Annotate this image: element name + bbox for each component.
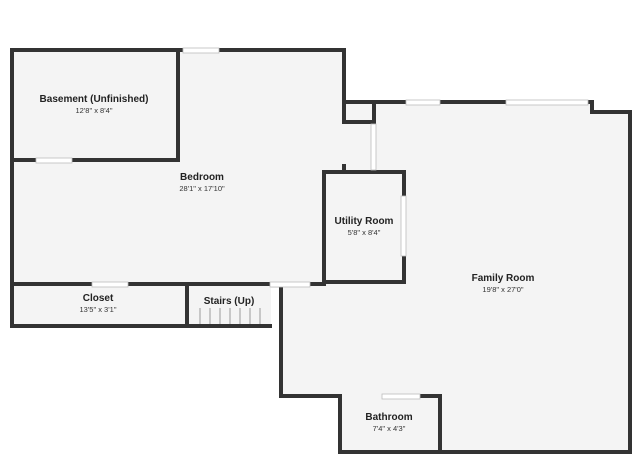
opening-stairs (269, 281, 311, 288)
room-label-basement: Basement (Unfinished) 12'8" x 8'4" (40, 94, 149, 116)
window-bedroom-top (182, 47, 220, 54)
room-label-utility: Utility Room 5'8" x 8'4" (335, 216, 394, 238)
room-name: Bedroom (180, 172, 224, 183)
door-bathroom (381, 393, 421, 400)
room-label-family: Family Room 19'8" x 27'0" (472, 273, 535, 295)
wall-exterior-left (10, 48, 272, 328)
opening-hall (370, 123, 377, 171)
stairs-treads (199, 308, 261, 324)
room-name: Basement (Unfinished) (39, 94, 149, 105)
room-name: Bathroom (365, 412, 413, 423)
room-dimensions: 28'1" x 17'10" (179, 184, 225, 193)
room-name: Utility Room (334, 216, 394, 227)
room-dimensions: 12'8" x 8'4" (75, 106, 113, 115)
floor-areas (12, 52, 630, 452)
door-utility (400, 195, 407, 257)
window-family-top-a (405, 99, 441, 106)
room-name: Stairs (Up) (203, 296, 255, 307)
floor-main (12, 52, 630, 452)
room-name: Family Room (471, 273, 535, 284)
room-dimensions: 7'4" x 4'3" (372, 424, 406, 433)
openings (35, 47, 589, 400)
room-dimensions: 5'8" x 8'4" (347, 228, 381, 237)
wall-stairs-right (279, 286, 342, 398)
door-closet (91, 281, 129, 288)
floor-closet (12, 288, 187, 326)
room-dimensions: 13'5" x 3'1" (79, 305, 117, 314)
room-label-closet: Closet 13'5" x 3'1" (80, 293, 117, 315)
wall-exterior (10, 48, 632, 454)
room-dimensions: 19'8" x 27'0" (482, 285, 524, 294)
room-label-bedroom: Bedroom 28'1" x 17'10" (179, 172, 224, 194)
room-label-bathroom: Bathroom 7'4" x 4'3" (365, 412, 412, 434)
room-label-stairs: Stairs (Up) (204, 296, 255, 308)
room-name: Closet (82, 293, 114, 304)
window-family-top-b (505, 99, 589, 106)
wall-utility (322, 170, 406, 284)
wall-bathroom (338, 394, 442, 454)
door-basement (35, 157, 73, 164)
